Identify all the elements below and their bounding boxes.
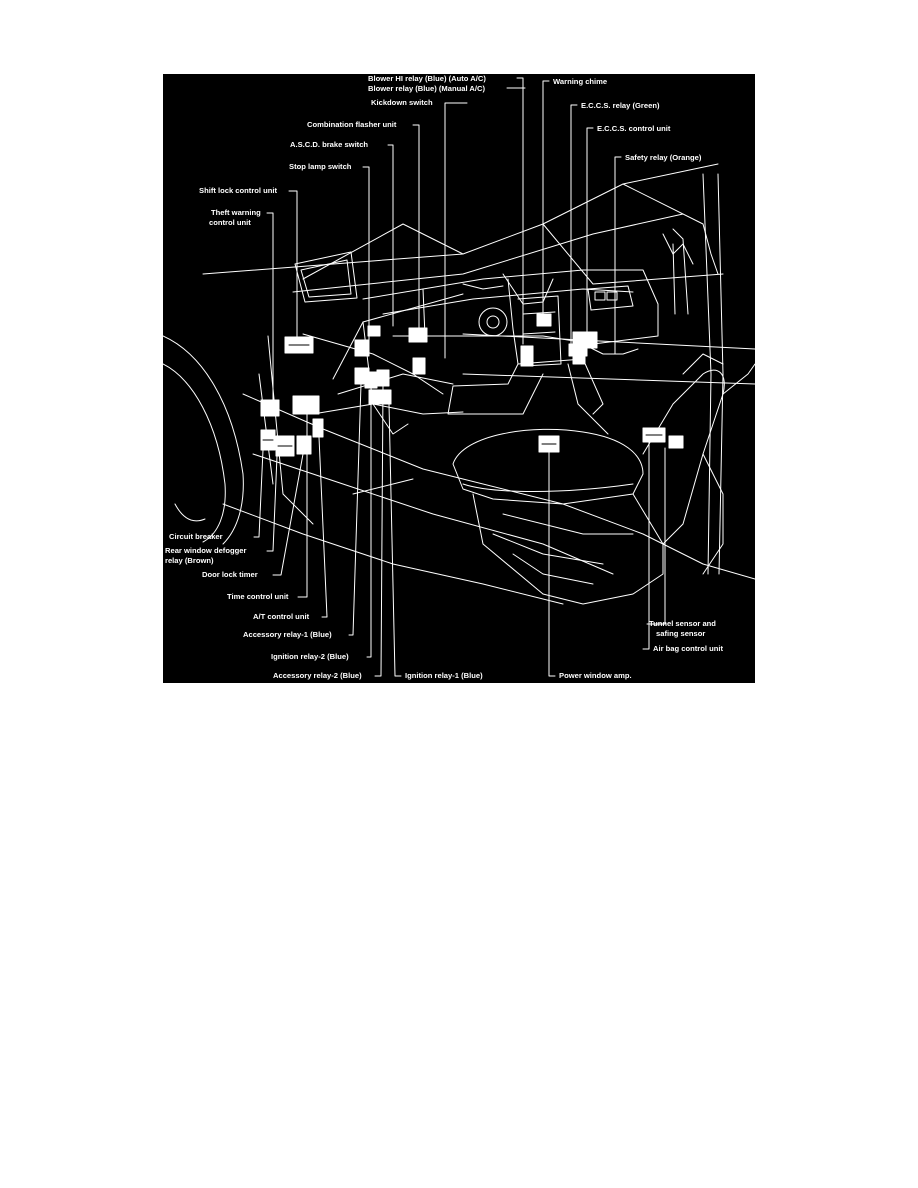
- ascd-brake-switch-box: [367, 325, 381, 337]
- diagram-drawing: [163, 77, 755, 677]
- label-tunnel-sensor-1: Tunnel sensor and: [649, 619, 716, 628]
- windshield-outline: [202, 163, 724, 293]
- label-power-window-amp: Power window amp.: [559, 671, 632, 680]
- label-time-control-unit: Time control unit: [227, 592, 289, 601]
- side-mirror-outline: [294, 251, 358, 303]
- label-air-bag-control-unit: Air bag control unit: [653, 644, 724, 653]
- label-theft-warning-2: control unit: [209, 218, 251, 227]
- label-ascd-brake-switch: A.S.C.D. brake switch: [290, 140, 369, 149]
- label-tunnel-sensor-2: safing sensor: [656, 629, 706, 638]
- label-rear-window-defogger-1: Rear window defogger: [165, 546, 247, 555]
- leader-lines: [253, 77, 666, 677]
- wheel-arch-outline: [163, 335, 244, 545]
- label-eccs-relay: E.C.C.S. relay (Green): [581, 101, 660, 110]
- at-control-unit-box: [312, 418, 324, 438]
- label-rear-window-defogger-2: relay (Brown): [165, 556, 214, 565]
- theft-warning-unit-box: [260, 399, 280, 417]
- footwell-outline: [302, 333, 464, 435]
- label-blower-relay: Blower relay (Blue) (Manual A/C): [368, 84, 486, 93]
- tunnel-sensor-box: [668, 435, 684, 449]
- center-console-outline: [447, 278, 639, 435]
- combination-flasher-box: [408, 327, 428, 343]
- accessory-relay-2-box: [376, 369, 390, 387]
- ignition-relay-1-box: [368, 389, 392, 405]
- label-accessory-relay-1: Accessory relay-1 (Blue): [243, 630, 332, 639]
- label-eccs-control-unit: E.C.C.S. control unit: [597, 124, 671, 133]
- label-circuit-breaker: Circuit breaker: [169, 532, 223, 541]
- label-at-control-unit: A/T control unit: [253, 612, 310, 621]
- warning-chime-box: [536, 313, 552, 327]
- label-accessory-relay-2: Accessory relay-2 (Blue): [273, 671, 362, 680]
- ignition-relay-2-box: [364, 371, 378, 389]
- label-stop-lamp-switch: Stop lamp switch: [289, 162, 352, 171]
- door-lock-timer-box: [296, 435, 312, 455]
- eccs-control-unit-box: [572, 331, 598, 349]
- label-safety-relay: Safety relay (Orange): [625, 153, 702, 162]
- label-kickdown-switch: Kickdown switch: [371, 98, 433, 107]
- kickdown-switch-box: [412, 357, 426, 375]
- label-blower-hi-relay: Blower HI relay (Blue) (Auto A/C): [368, 74, 486, 83]
- time-control-unit-box: [292, 395, 320, 415]
- blower-relay-box: [520, 345, 534, 367]
- vehicle-interior-component-diagram: Blower HI relay (Blue) (Auto A/C) Blower…: [163, 74, 755, 683]
- label-shift-lock-control-unit: Shift lock control unit: [199, 186, 278, 195]
- stop-lamp-switch-box: [354, 339, 370, 357]
- label-ignition-relay-2: Ignition relay-2 (Blue): [271, 652, 349, 661]
- seat-outline: [452, 353, 755, 605]
- safety-relay-box: [572, 353, 586, 365]
- label-warning-chime: Warning chime: [553, 77, 608, 86]
- label-ignition-relay-1: Ignition relay-1 (Blue): [405, 671, 483, 680]
- label-theft-warning-1: Theft warning: [211, 208, 261, 217]
- label-door-lock-timer: Door lock timer: [202, 570, 258, 579]
- rear-pillar-outline: [672, 173, 724, 575]
- floor-sill-outline: [222, 333, 755, 605]
- label-combination-flasher-unit: Combination flasher unit: [307, 120, 397, 129]
